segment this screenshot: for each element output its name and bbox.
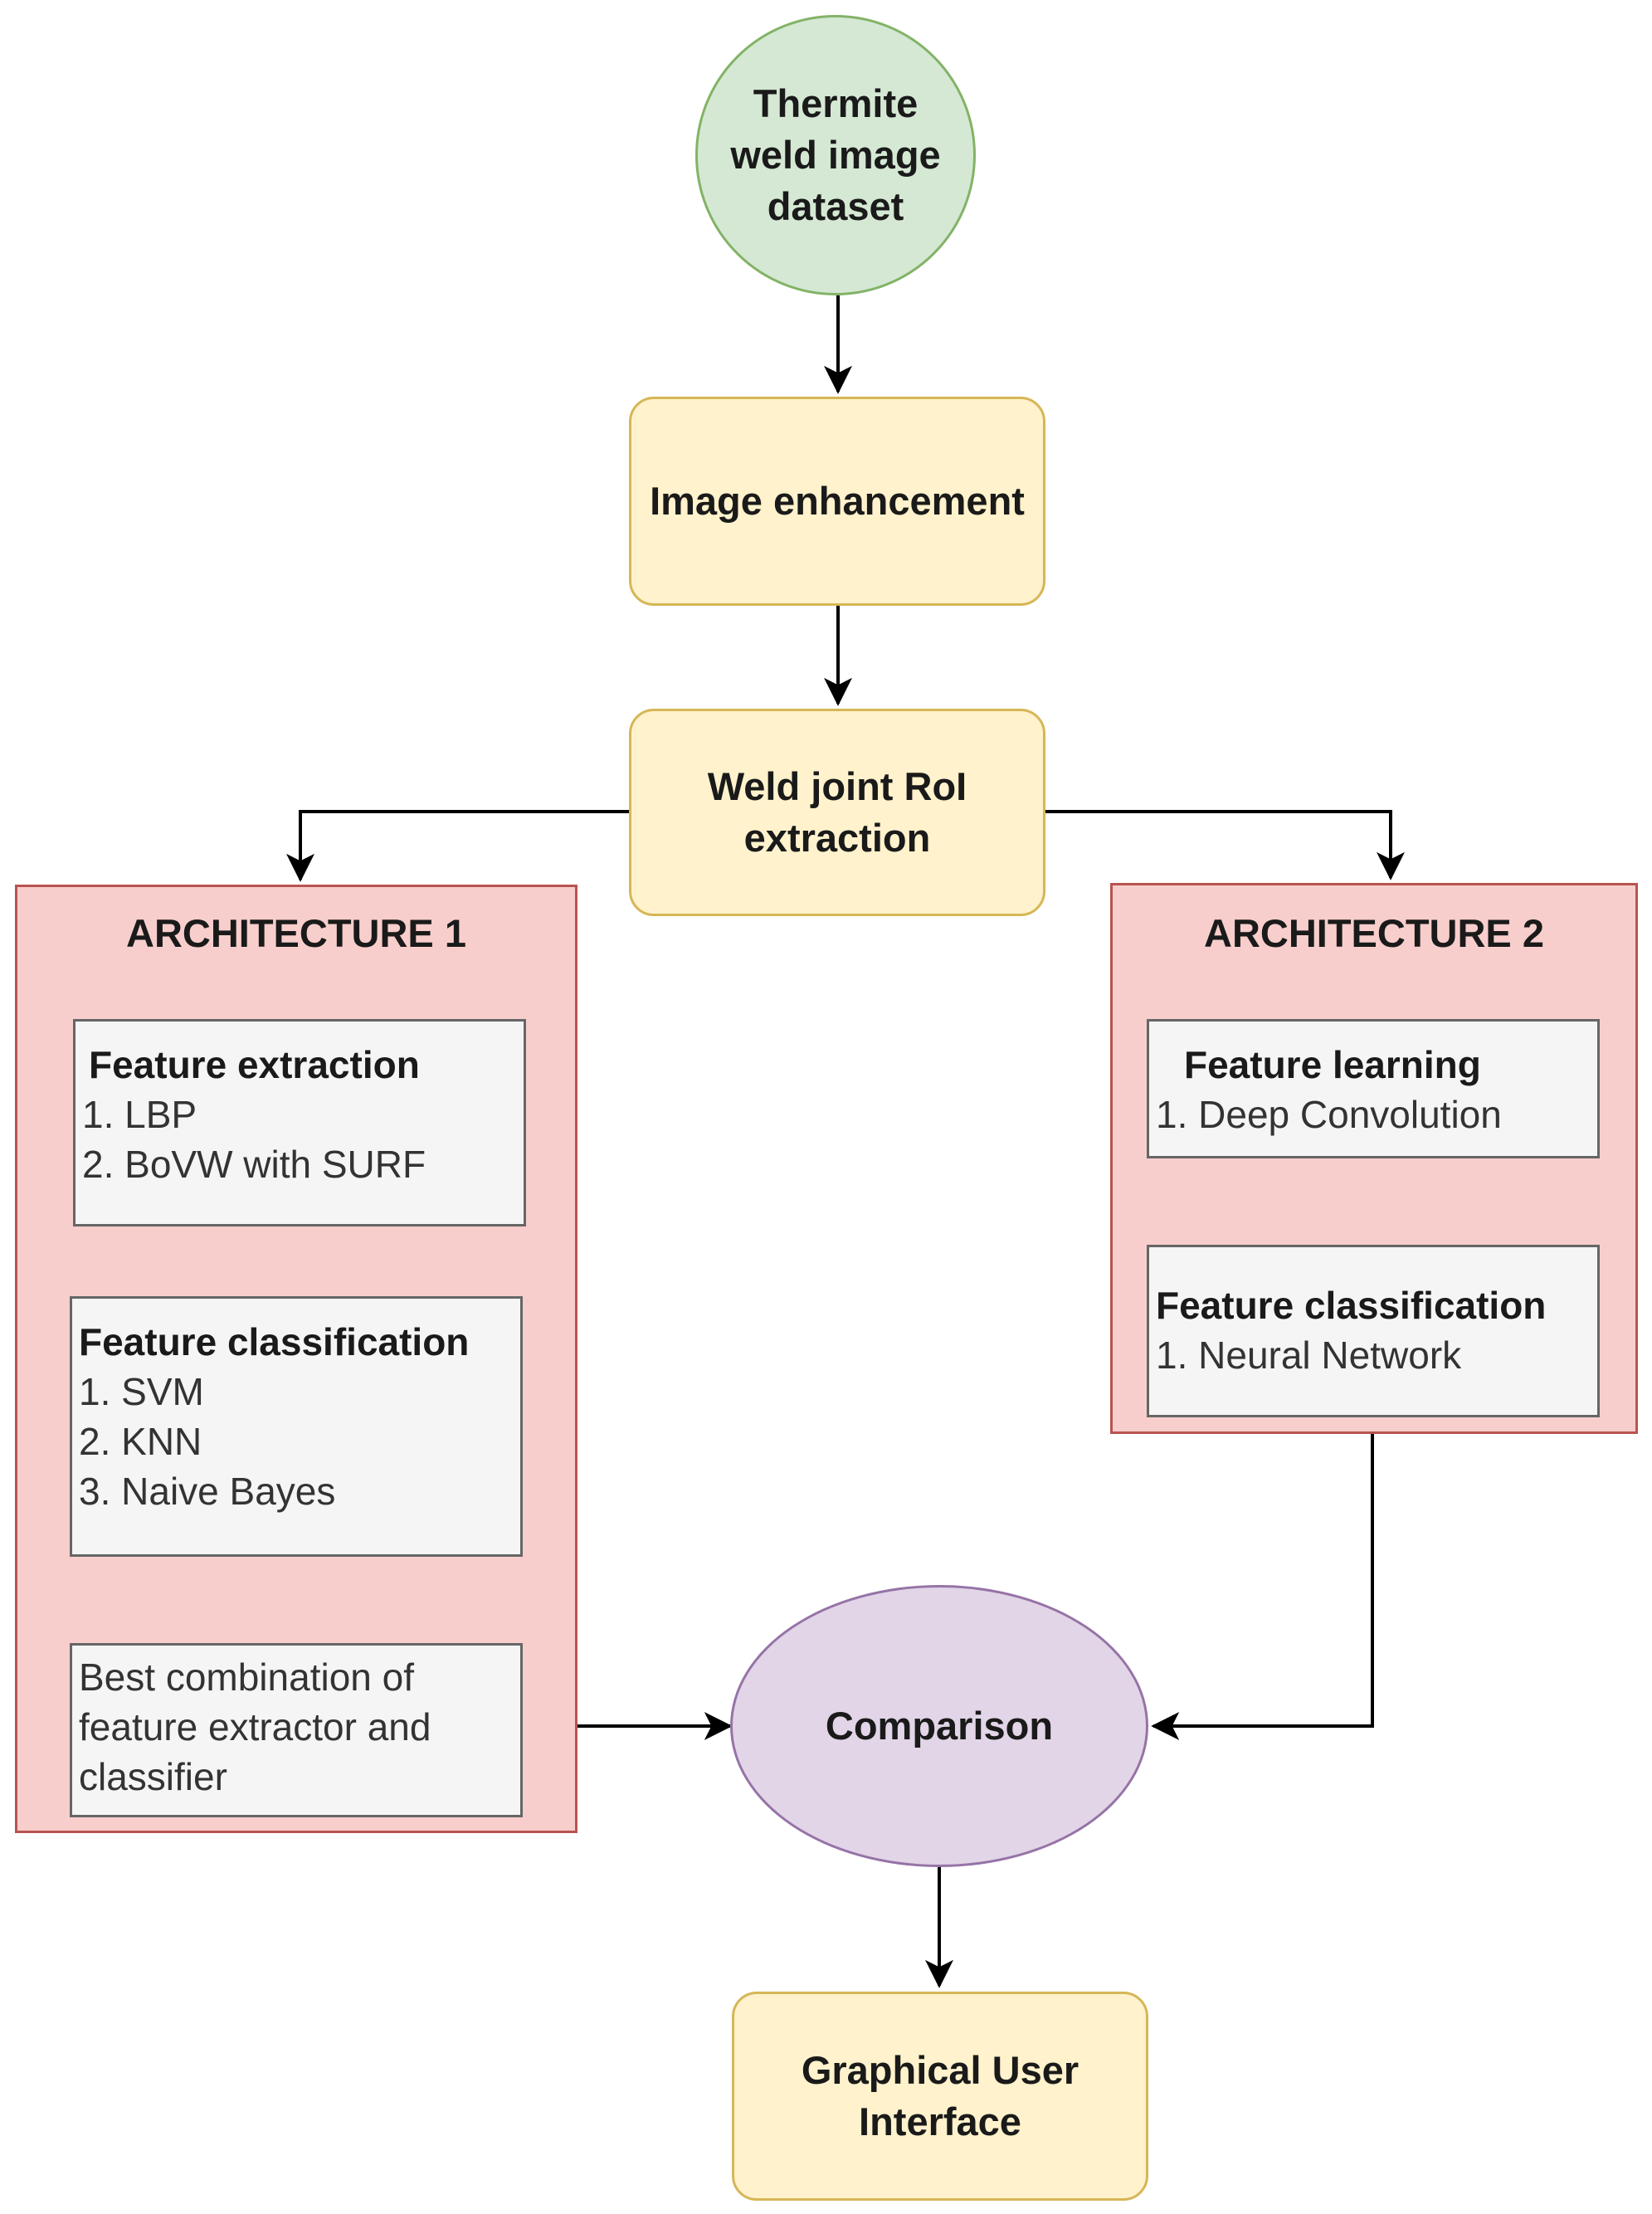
best-combination-line-3: classifier: [79, 1755, 227, 1798]
arrow-architecture2-to-comparison: [1151, 1434, 1374, 1740]
comparison-node: Comparison: [730, 1585, 1148, 1867]
feature-extraction-heading: Feature extraction: [89, 1043, 420, 1086]
classifier-item-svm: 1. SVM: [79, 1370, 204, 1413]
roi-line-2: extraction: [743, 816, 931, 860]
gui-line-2: Interface: [859, 2099, 1021, 2143]
image-enhancement-node: Image enhancement: [629, 397, 1045, 606]
feature-extraction-item-1: 1. LBP: [82, 1093, 197, 1136]
image-enhancement-label: Image enhancement: [650, 479, 1025, 523]
feature-learning-box: Feature learning 1. Deep Convolution: [1147, 1019, 1600, 1158]
architecture-1-title: ARCHITECTURE 1: [126, 911, 466, 955]
roi-line-1: Weld joint RoI: [707, 764, 967, 808]
feature-classification-box-2: Feature classification 1. Neural Network: [1147, 1245, 1600, 1417]
feature-classification-item-neural-network: 1. Neural Network: [1156, 1334, 1462, 1377]
feature-classification-box-1: Feature classification 1. SVM 2. KNN 3. …: [70, 1296, 523, 1557]
feature-extraction-item-2: 2. BoVW with SURF: [82, 1143, 426, 1186]
best-combination-box: Best combination of feature extractor an…: [70, 1643, 523, 1817]
gui-line-1: Graphical User: [801, 2048, 1079, 2092]
arrow-roi-to-architecture2: [1044, 810, 1405, 880]
dataset-line-3: dataset: [767, 184, 904, 228]
best-combination-line-1: Best combination of: [79, 1656, 415, 1699]
feature-classification-heading-2: Feature classification: [1156, 1284, 1547, 1327]
gui-node: Graphical User Interface: [732, 1992, 1148, 2201]
dataset-line-2: weld image: [730, 133, 941, 177]
dataset-line-1: Thermite: [753, 81, 919, 125]
dataset-node: Thermite weld image dataset: [695, 15, 976, 295]
classifier-item-naive-bayes: 3. Naive Bayes: [79, 1470, 336, 1513]
feature-learning-item-1: 1. Deep Convolution: [1156, 1093, 1502, 1136]
comparison-label: Comparison: [825, 1704, 1054, 1748]
classifier-item-knn: 2. KNN: [79, 1420, 202, 1463]
best-combination-line-2: feature extractor and: [79, 1705, 431, 1748]
feature-extraction-box: Feature extraction 1. LBP 2. BoVW with S…: [73, 1019, 526, 1226]
roi-extraction-node: Weld joint RoI extraction: [629, 709, 1045, 916]
architecture-2-title: ARCHITECTURE 2: [1204, 911, 1544, 955]
feature-learning-heading: Feature learning: [1184, 1043, 1481, 1086]
feature-classification-heading-1: Feature classification: [79, 1320, 470, 1363]
arrow-roi-to-architecture1: [286, 810, 629, 882]
